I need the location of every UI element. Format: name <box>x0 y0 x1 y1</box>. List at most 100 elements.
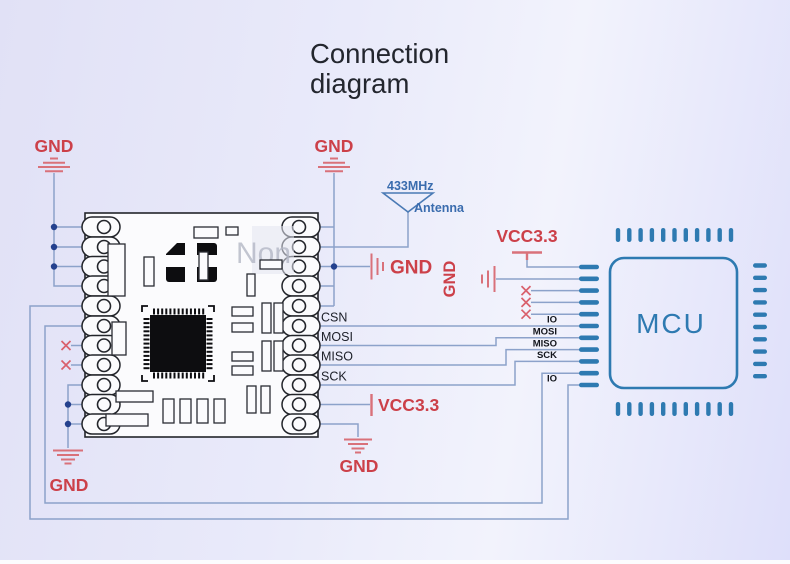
module-pin-mosi-label: MOSI <box>321 330 353 344</box>
pad-hole <box>291 259 307 274</box>
component-footprint <box>273 302 284 334</box>
module-pin-miso-label: MISO <box>321 350 353 364</box>
ground-symbol-mcu <box>481 266 496 292</box>
antenna-symbol <box>380 192 436 214</box>
nc-x-mark <box>60 340 72 351</box>
module-pin-csn-label: CSN <box>321 311 347 325</box>
mcu-pin-right <box>753 312 767 317</box>
mcu-pin-top <box>615 228 621 242</box>
mcu-pin-right <box>753 287 767 293</box>
castellated-pads <box>81 216 321 435</box>
ground-symbol-bottom-left <box>53 449 83 465</box>
mcu-pin-bottom <box>706 402 711 416</box>
junction-dot <box>50 243 58 251</box>
mcu-pin-bottom <box>649 402 655 416</box>
component-footprint <box>107 243 126 297</box>
vcc-module-label: VCC3.3 <box>378 395 440 415</box>
component-footprint <box>143 256 155 287</box>
component-footprint <box>162 398 175 424</box>
mcu-pin-top <box>694 228 700 242</box>
mcu-pin-io-a-label: IO <box>547 315 557 326</box>
mcu-pin-top <box>627 228 632 242</box>
mcu-pin-bottom <box>694 402 700 416</box>
mcu-pin-bottom <box>672 402 677 416</box>
mcu-pin-bottom <box>683 402 688 416</box>
nc-x-mark <box>520 309 532 320</box>
nc-x-mark <box>60 359 72 371</box>
ground-symbol-top-mid <box>318 157 350 173</box>
mcu-pin-top <box>672 228 677 242</box>
pad-hole <box>96 377 112 393</box>
rf-module: Non <box>81 212 321 438</box>
junction-dot <box>50 223 58 231</box>
page-title-line2: diagram <box>310 68 409 99</box>
pad-hole <box>291 318 307 334</box>
mcu-pin-bottom <box>627 402 632 416</box>
mcu-pin-top <box>706 228 711 242</box>
pad-hole <box>291 397 307 412</box>
ground-symbol-module-bottom <box>344 438 372 454</box>
junction-dot <box>50 263 58 270</box>
junction-dot <box>330 263 338 270</box>
mcu-pin-top <box>728 228 734 242</box>
pad-hole <box>96 338 112 353</box>
wire-vcc-mcu <box>526 260 582 268</box>
mcu-pin-left <box>579 288 599 293</box>
component-footprint <box>231 306 254 317</box>
mcu: MCU <box>579 228 767 416</box>
mcu-pin-right <box>753 275 767 280</box>
wire-gnd-module-bottom <box>318 423 359 437</box>
mcu-pin-right <box>753 300 767 305</box>
mcu-pin-left <box>579 264 599 270</box>
wires <box>29 173 582 520</box>
component-footprint <box>259 259 283 270</box>
mcu-pin-left <box>579 311 599 317</box>
pad-hole <box>96 298 112 314</box>
mcu-pin-right <box>753 361 767 367</box>
page-title-line1: Connection <box>310 38 449 69</box>
mcu-pin-left <box>579 323 599 329</box>
power-symbols: GND GND GND GND VCC3.3 VCC3.3 GND <box>35 136 558 495</box>
nc-x-marks <box>60 285 532 371</box>
mcu-pin-bottom <box>638 402 643 416</box>
gnd-mcu-label: GND <box>441 261 459 298</box>
component-footprint <box>115 390 154 403</box>
mcu-pin-io-b-label: IO <box>547 374 557 385</box>
vcc-mcu-label: VCC3.3 <box>496 226 558 246</box>
component-footprint <box>213 398 226 424</box>
mcu-pin-miso-label: MISO <box>533 339 557 350</box>
pad-hole <box>291 298 307 314</box>
ic-chip <box>141 305 215 382</box>
pad-hole <box>291 416 307 432</box>
gnd-bottom-left-label: GND <box>50 475 89 495</box>
wire-loop-io-b <box>44 325 582 504</box>
pad-hole <box>291 219 307 235</box>
nc-x-mark <box>520 297 532 308</box>
pad-hole <box>291 239 307 255</box>
mcu-pin-mosi-label: MOSI <box>533 327 557 338</box>
pad-hole <box>96 219 112 235</box>
pad-hole <box>291 357 307 373</box>
mcu-pin-right <box>753 337 767 342</box>
mcu-pins <box>579 228 767 416</box>
pad-hole <box>96 318 112 334</box>
mcu-pin-right <box>753 374 767 379</box>
gnd-module-right-label: GND <box>390 258 432 279</box>
pad-hole <box>96 357 112 373</box>
mcu-pin-left <box>579 370 599 376</box>
junction-dot <box>64 420 72 428</box>
wire-miso <box>318 348 582 366</box>
component-footprint <box>261 340 272 372</box>
pad-hole <box>291 377 307 393</box>
wire-antenna <box>318 212 409 248</box>
mcu-pin-left <box>579 300 599 305</box>
mcu-pin-left <box>579 276 599 282</box>
mcu-pin-top <box>638 228 643 242</box>
wire-loop-io-a <box>29 305 582 520</box>
wire-sck <box>318 360 582 386</box>
component-footprint <box>260 385 271 414</box>
mcu-pin-bottom <box>661 402 666 416</box>
mcu-pin-bottom <box>615 402 621 416</box>
antenna-freq-label: 433MHz <box>387 179 434 193</box>
